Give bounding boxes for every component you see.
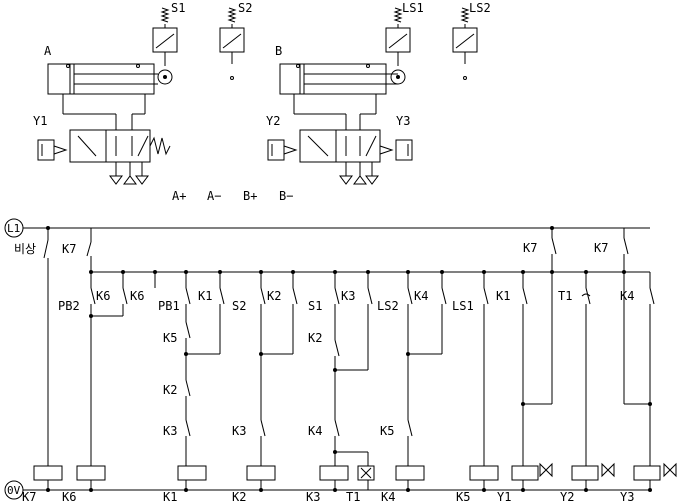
label-k2-c: K2: [308, 331, 322, 345]
sequence-step-2: A−: [207, 189, 221, 203]
coil-label-k3: K3: [306, 490, 320, 504]
label-k4-a: K4: [414, 289, 428, 303]
label-k4-c: K4: [308, 424, 322, 438]
coil-label-k5: K5: [456, 490, 470, 504]
label-y2: Y2: [266, 114, 280, 128]
label-ls1-contact: LS1: [452, 299, 474, 313]
limit-switch-ls1: LS1: [385, 1, 424, 85]
label-k3-c: K3: [232, 424, 246, 438]
coil-label-k2: K2: [232, 490, 246, 504]
coil-label-k1: K1: [163, 490, 177, 504]
coil-y3: [633, 465, 661, 481]
coil-k7: [33, 465, 63, 481]
coil-y2: [571, 465, 599, 481]
coil-labels: K7 K6 K1 K2 K3 T1 K4 K5 Y1 Y2 Y3: [22, 490, 634, 504]
label-k2-b: K2: [163, 383, 177, 397]
label-ls1: LS1: [402, 1, 424, 15]
limit-switch-s1: S1: [152, 1, 185, 85]
label-s2: S2: [238, 1, 252, 15]
label-l1: L1: [7, 222, 20, 235]
label-y3: Y3: [396, 114, 410, 128]
label-k7-main: K7: [62, 242, 76, 256]
sequence-step-3: B+: [243, 189, 257, 203]
coil-label-k6: K6: [62, 490, 76, 504]
label-ls2: LS2: [469, 1, 491, 15]
label-t1-contact: T1: [558, 289, 572, 303]
coil-t1: [357, 465, 375, 481]
coil-label-y1: Y1: [497, 490, 511, 504]
label-k3-a: K3: [341, 289, 355, 303]
label-s2-contact: S2: [232, 299, 246, 313]
limit-switch-s2: S2: [219, 1, 252, 80]
label-k7-c: K7: [594, 241, 608, 255]
label-cylinder-b: B: [275, 44, 282, 58]
coil-label-y3: Y3: [620, 490, 634, 504]
coil-label-k4: K4: [381, 490, 395, 504]
label-k6-a: K6: [96, 289, 110, 303]
label-s1-contact: S1: [308, 299, 322, 313]
cylinder-a: A: [44, 44, 158, 114]
label-emergency: 비상: [14, 242, 36, 256]
coil-k2: [246, 465, 276, 481]
coil-label-y2: Y2: [560, 490, 574, 504]
coil-y1: [511, 465, 539, 481]
label-k4-b: K4: [620, 289, 634, 303]
label-pb2: PB2: [58, 299, 80, 313]
sequence-step-4: B−: [279, 189, 293, 203]
valve-y1: Y1: [33, 113, 171, 185]
label-k1-b: K1: [496, 289, 510, 303]
limit-switch-ls2: LS2: [452, 1, 491, 80]
coil-label-t1: T1: [346, 490, 360, 504]
label-k1-a: K1: [198, 289, 212, 303]
label-0v: 0V: [7, 484, 21, 497]
coil-k1: [177, 465, 207, 481]
coil-k3: [319, 465, 349, 481]
label-k7-b: K7: [523, 241, 537, 255]
label-k3-b: K3: [163, 424, 177, 438]
label-k2-a: K2: [267, 289, 281, 303]
label-k6-b: K6: [130, 289, 144, 303]
coil-k4: [395, 465, 425, 481]
coil-k6: [76, 465, 106, 481]
label-ls2-contact: LS2: [377, 299, 399, 313]
sequence-step-1: A+: [172, 189, 186, 203]
valve-y2-y3: Y2 Y3: [266, 113, 413, 185]
coil-label-k7: K7: [22, 490, 36, 504]
label-y1: Y1: [33, 114, 47, 128]
cylinder-b: B: [275, 44, 398, 114]
motion-sequence: A+ A− B+ B−: [172, 189, 293, 203]
label-k5-a: K5: [163, 331, 177, 345]
label-k5-b: K5: [380, 424, 394, 438]
coil-k5: [469, 465, 499, 481]
label-cylinder-a: A: [44, 44, 52, 58]
label-s1: S1: [171, 1, 185, 15]
label-pb1: PB1: [158, 299, 180, 313]
coil-row: [33, 462, 677, 490]
pneumatic-circuit: S1 S2 LS1: [33, 1, 491, 203]
ladder-diagram: L1 0V 비상 K7 K7 K7 K6: [4, 218, 677, 504]
